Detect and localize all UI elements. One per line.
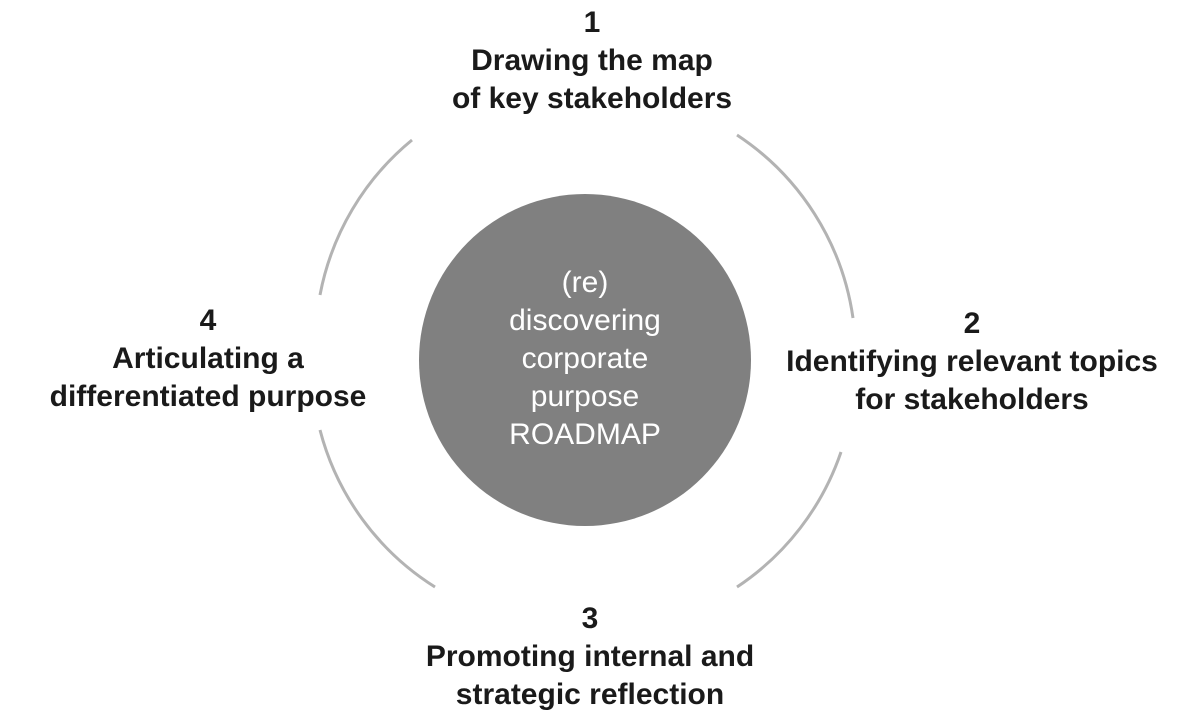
center-label-line: corporate <box>521 342 649 375</box>
step-title-line: Promoting internal and <box>425 640 755 673</box>
step-1-label: 1 Drawing the map of key stakeholders <box>342 4 842 118</box>
step-title-line: Drawing the map <box>471 44 713 77</box>
step-number: 1 <box>583 6 601 39</box>
step-number: 3 <box>581 602 599 635</box>
step-number: 2 <box>963 307 981 340</box>
step-number: 4 <box>199 304 217 337</box>
step-title-line: of key stakeholders <box>451 82 733 115</box>
step-title-line: differentiated purpose <box>49 380 367 413</box>
center-label-line: (re) <box>561 266 609 299</box>
step-4-label: 4 Articulating a differentiated purpose <box>0 302 416 416</box>
center-label-line: discovering <box>509 304 661 337</box>
ring-arc-bottom-left <box>318 429 436 589</box>
center-label-line: purpose <box>530 380 640 413</box>
step-title-line: Identifying relevant topics <box>786 345 1158 378</box>
ring-arc-top-left <box>318 138 413 296</box>
ring-arc-bottom-right <box>736 451 843 589</box>
ring-arc-top-right <box>736 133 855 319</box>
step-title-line: Articulating a <box>112 342 304 375</box>
center-label-line: ROADMAP <box>509 418 661 451</box>
step-3-label: 3 Promoting internal and strategic refle… <box>330 600 850 714</box>
step-2-label: 2 Identifying relevant topics for stakeh… <box>752 305 1184 419</box>
center-circle <box>419 194 751 526</box>
center-label: (re) discovering corporate purpose ROADM… <box>420 264 750 454</box>
step-title-line: strategic reflection <box>455 678 725 711</box>
step-title-line: for stakeholders <box>855 383 1089 416</box>
